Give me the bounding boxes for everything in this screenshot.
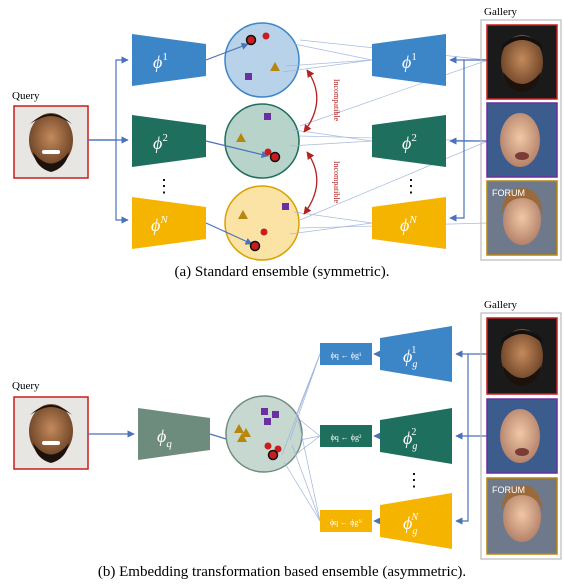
vdots-right-a: ⋮ (402, 176, 420, 196)
transform-box-n: ϕq ← ϕgᴺ (320, 510, 372, 532)
gallery-frame-b (480, 312, 562, 560)
incompatible-label-2: Incompatible (332, 161, 341, 204)
incompatible-label-1: Incompatible (332, 79, 341, 122)
gallery-label-b: Gallery (484, 299, 517, 311)
svg-text:ϕg1: ϕg1 (403, 345, 417, 370)
query-encoder: ϕq (138, 408, 210, 460)
face-photo-icon (29, 404, 73, 458)
svg-text:ϕq ← ϕg²: ϕq ← ϕg² (331, 433, 362, 442)
svg-text:ϕq ← ϕgᴺ: ϕq ← ϕgᴺ (330, 518, 362, 527)
face-photo-icon (503, 492, 541, 542)
gallery-photo-a2 (486, 102, 558, 178)
gallery-encoder-1: ϕg1 (380, 326, 452, 382)
left-encoder-1: ϕ1 (132, 34, 206, 86)
svg-text:ϕq ← ϕg¹: ϕq ← ϕg¹ (331, 351, 362, 360)
face-photo-icon (500, 409, 540, 463)
face-photo-icon (500, 113, 540, 167)
left-encoder-2: ϕ2 (132, 115, 206, 167)
face-photo-icon (503, 195, 541, 245)
gallery-photo-b1 (486, 317, 558, 395)
gallery-photo-a3: FORUM (486, 180, 558, 256)
svg-text:FORUM: FORUM (492, 188, 525, 198)
transform-box-2: ϕq ← ϕg² (320, 425, 372, 447)
svg-text:ϕgN: ϕgN (403, 512, 419, 537)
gallery-photo-b2 (486, 398, 558, 474)
gallery-photo-b3: FORUM (486, 477, 558, 555)
gallery-frame-a (480, 19, 562, 261)
caption-b: (b) Embedding transformation based ensem… (98, 564, 466, 580)
query-photo-a (13, 105, 89, 179)
gallery-photo-a1 (486, 24, 558, 100)
query-label-a: Query (12, 90, 40, 102)
caption-a: (a) Standard ensemble (symmetric). (175, 264, 390, 280)
transform-box-1: ϕq ← ϕg¹ (320, 343, 372, 365)
face-photo-icon (29, 113, 73, 167)
gallery-encoder-n: ϕgN (380, 493, 452, 549)
embedding-space-2 (224, 103, 300, 179)
right-encoder-n: ϕN (372, 197, 446, 249)
svg-text:ϕg2: ϕg2 (403, 427, 417, 452)
shared-embedding-space (225, 395, 303, 473)
svg-text:FORUM: FORUM (492, 485, 525, 495)
gallery-encoder-2: ϕg2 (380, 408, 452, 464)
embedding-space-n (224, 185, 300, 261)
right-encoder-1: ϕ1 (372, 34, 446, 86)
query-photo-b (13, 396, 89, 470)
vdots-b: ⋮ (405, 470, 423, 490)
face-photo-icon (501, 329, 543, 383)
gallery-label-a: Gallery (484, 6, 517, 18)
query-label-b: Query (12, 380, 40, 392)
face-photo-icon (501, 35, 543, 89)
right-encoder-2: ϕ2 (372, 115, 446, 167)
embedding-space-1 (224, 22, 300, 98)
vdots-left-a: ⋮ (155, 176, 173, 196)
left-encoder-n: ϕN (132, 197, 206, 249)
